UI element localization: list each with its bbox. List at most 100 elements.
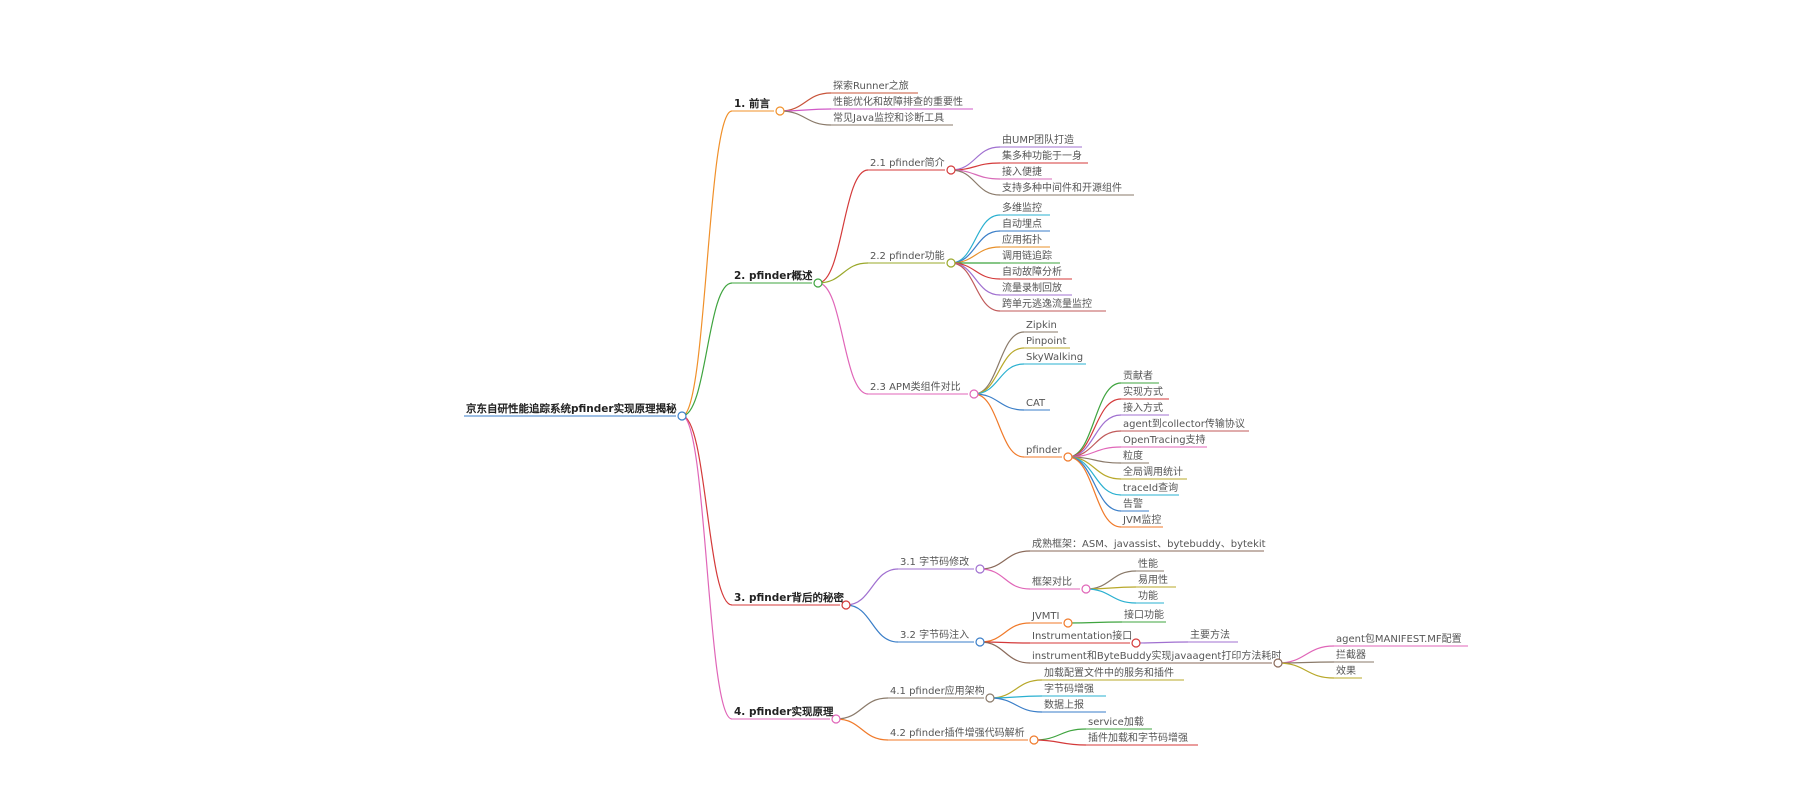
leaf-node[interactable]: pfinder <box>1024 445 1062 458</box>
leaf-node[interactable]: 跨单元逃逸流量监控 <box>1000 297 1106 312</box>
node-label: 贡献者 <box>1123 369 1153 382</box>
collapse-toggle[interactable] <box>813 278 823 288</box>
collapse-toggle[interactable] <box>969 389 979 399</box>
collapse-toggle[interactable] <box>946 258 956 268</box>
leaf-node[interactable]: 成熟框架：ASM、javassist、bytebuddy、bytekit <box>1030 537 1266 552</box>
leaf-node[interactable]: 3.2 字节码注入 <box>898 628 974 643</box>
collapse-toggle[interactable] <box>841 600 851 610</box>
leaf-node[interactable]: 应用拓扑 <box>1000 233 1050 248</box>
leaf-node[interactable]: agent包MANIFEST.MF配置 <box>1334 632 1468 647</box>
leaf-node[interactable]: 由UMP团队打造 <box>1000 133 1082 148</box>
leaf-node[interactable]: 4.2 pfinder插件增强代码解析 <box>888 726 1028 741</box>
collapse-toggle[interactable] <box>831 714 841 724</box>
collapse-toggle[interactable] <box>1029 735 1039 745</box>
branch-node[interactable]: 1. 前言 <box>732 97 774 112</box>
leaf-node[interactable]: JVMTI <box>1030 611 1062 624</box>
collapse-toggle[interactable] <box>1273 658 1283 668</box>
collapse-toggle[interactable] <box>946 165 956 175</box>
node-label: agent包MANIFEST.MF配置 <box>1336 632 1462 645</box>
leaf-node[interactable]: OpenTracing支持 <box>1121 433 1207 448</box>
node-label: 性能 <box>1138 557 1158 570</box>
leaf-node[interactable]: 数据上报 <box>1042 698 1106 713</box>
leaf-node[interactable]: 探索Runner之旅 <box>831 79 918 94</box>
edge <box>1067 621 1123 624</box>
leaf-node[interactable]: 4.1 pfinder应用架构 <box>888 684 985 699</box>
node-label: CAT <box>1026 398 1046 409</box>
leaf-node[interactable]: 3.1 字节码修改 <box>898 555 974 570</box>
leaf-node[interactable]: SkyWalking <box>1024 352 1086 365</box>
node-label: 应用拓扑 <box>1002 233 1042 246</box>
leaf-node[interactable]: 支持多种中间件和开源组件 <box>1000 181 1134 196</box>
leaf-node[interactable]: 贡献者 <box>1121 369 1159 384</box>
node-label: 跨单元逃逸流量监控 <box>1002 297 1092 310</box>
branch-node[interactable]: 2. pfinder概述 <box>732 269 813 284</box>
leaf-node[interactable]: Zipkin <box>1024 320 1058 333</box>
collapse-toggle[interactable] <box>1081 584 1091 594</box>
leaf-node[interactable]: 拦截器 <box>1334 648 1374 663</box>
root-node[interactable]: 京东自研性能追踪系统pfinder实现原理揭秘 <box>464 402 677 417</box>
edge <box>979 550 1031 570</box>
collapse-toggle[interactable] <box>1063 618 1073 628</box>
leaf-node[interactable]: 主要方法 <box>1188 628 1238 643</box>
node-label: agent到collector传输协议 <box>1123 417 1245 430</box>
leaf-node[interactable]: 效果 <box>1334 664 1362 679</box>
edge <box>1033 739 1087 746</box>
branch-node[interactable]: 4. pfinder实现原理 <box>732 705 834 720</box>
leaf-node[interactable]: 性能 <box>1136 557 1164 572</box>
leaf-node[interactable]: 实现方式 <box>1121 385 1169 400</box>
leaf-node[interactable]: service加载 <box>1086 716 1152 730</box>
leaf-node[interactable]: 粒度 <box>1121 449 1149 464</box>
leaf-node[interactable]: Instrumentation接口 <box>1030 629 1132 644</box>
node-label: SkyWalking <box>1026 352 1083 363</box>
collapse-toggle[interactable] <box>975 637 985 647</box>
leaf-node[interactable]: JVM监控 <box>1121 513 1163 528</box>
leaf-node[interactable]: 常见Java监控和诊断工具 <box>831 111 953 126</box>
branch-node[interactable]: 3. pfinder背后的秘密 <box>732 591 845 606</box>
leaf-node[interactable]: 功能 <box>1136 589 1164 604</box>
leaf-node[interactable]: 2.1 pfinder简介 <box>868 156 945 171</box>
node-label: 字节码增强 <box>1044 682 1094 695</box>
node-label: 全局调用统计 <box>1123 465 1183 478</box>
leaf-node[interactable]: 2.3 APM类组件对比 <box>868 380 968 395</box>
leaf-node[interactable]: 集多种功能于一身 <box>1000 149 1088 164</box>
edge <box>1067 456 1122 512</box>
leaf-node[interactable]: 接口功能 <box>1122 608 1166 623</box>
leaf-node[interactable]: 流量录制回放 <box>1000 281 1072 296</box>
node-label: traceId查询 <box>1123 481 1178 494</box>
leaf-node[interactable]: 调用链追踪 <box>1000 249 1060 264</box>
edge <box>979 641 1031 664</box>
collapse-toggle[interactable] <box>1131 638 1141 648</box>
node-label: 实现方式 <box>1123 385 1163 398</box>
leaf-node[interactable]: 告警 <box>1121 497 1149 512</box>
leaf-node[interactable]: 接入便捷 <box>1000 165 1052 180</box>
leaf-node[interactable]: 自动埋点 <box>1000 217 1050 232</box>
edge <box>835 697 889 720</box>
leaf-node[interactable]: 插件加载和字节码增强 <box>1086 731 1198 746</box>
collapse-toggle[interactable] <box>1063 452 1073 462</box>
leaf-node[interactable]: 2.2 pfinder功能 <box>868 249 945 264</box>
leaf-node[interactable]: CAT <box>1024 398 1050 411</box>
leaf-node[interactable]: 性能优化和故障排查的重要性 <box>831 95 973 110</box>
leaf-node[interactable]: Pinpoint <box>1024 336 1070 349</box>
edge <box>779 92 832 112</box>
leaf-node[interactable]: 自动故障分析 <box>1000 265 1072 280</box>
collapse-toggle[interactable] <box>677 411 687 421</box>
collapse-toggle[interactable] <box>985 693 995 703</box>
collapse-toggle[interactable] <box>975 564 985 574</box>
collapse-toggle[interactable] <box>775 106 785 116</box>
leaf-node[interactable]: instrument和ByteBuddy实现javaagent打印方法耗时 <box>1030 649 1281 664</box>
node-label: JVMTI <box>1031 611 1059 622</box>
leaf-node[interactable]: 接入方式 <box>1121 401 1169 416</box>
leaf-node[interactable]: 字节码增强 <box>1042 682 1106 697</box>
node-label: JVM监控 <box>1122 513 1161 526</box>
leaf-node[interactable]: 加载配置文件中的服务和插件 <box>1042 666 1184 681</box>
node-label: 功能 <box>1138 589 1158 602</box>
node-label: 多维监控 <box>1002 201 1042 214</box>
leaf-node[interactable]: traceId查询 <box>1121 481 1179 496</box>
leaf-node[interactable]: 框架对比 <box>1030 575 1080 590</box>
edge <box>950 246 1001 264</box>
leaf-node[interactable]: 全局调用统计 <box>1121 465 1187 480</box>
leaf-node[interactable]: agent到collector传输协议 <box>1121 417 1249 432</box>
leaf-node[interactable]: 易用性 <box>1136 573 1176 588</box>
leaf-node[interactable]: 多维监控 <box>1000 201 1050 216</box>
